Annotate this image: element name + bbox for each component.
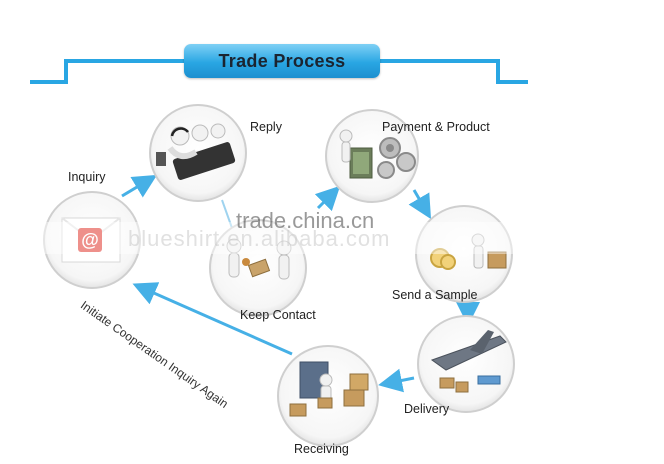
label-keep-contact: Keep Contact: [240, 308, 316, 322]
arrow-contact-to-payment: [314, 185, 341, 212]
label-receiving: Receiving: [294, 442, 349, 456]
handshake-icon: [226, 238, 292, 280]
node-receiving: [277, 345, 379, 447]
warehouse-boxes-icon: [289, 361, 369, 417]
label-send-sample: Send a Sample: [392, 288, 478, 302]
page-title: Trade Process: [184, 44, 380, 78]
bracket-right: [380, 59, 528, 84]
svg-text:@: @: [81, 230, 99, 250]
arrow-reply-to-contact: [221, 199, 233, 229]
arrow-delivery-to-receiving: [378, 368, 415, 393]
parcel-handoff-icon: [430, 233, 507, 270]
label-inquiry: Inquiry: [68, 170, 106, 184]
arrow-inquiry-to-reply: [121, 174, 158, 198]
watermark-band: [40, 222, 540, 254]
node-inquiry: @: [43, 191, 141, 289]
money-gears-icon: [339, 129, 416, 179]
label-reply: Reply: [250, 120, 282, 134]
label-payment-product: Payment & Product: [382, 120, 490, 134]
airplane-cargo-icon: [430, 330, 507, 393]
node-keep-contact: [209, 219, 307, 317]
node-payment-product: [325, 109, 419, 203]
node-delivery: [417, 315, 515, 413]
node-reply: [149, 104, 247, 202]
email-at-icon: @: [61, 217, 121, 263]
arrow-receiving-to-inquiry: [132, 282, 293, 356]
node-send-sample: [415, 205, 513, 303]
bracket-left: [30, 59, 184, 84]
arrow-payment-to-sample: [408, 189, 432, 220]
label-delivery: Delivery: [404, 402, 450, 416]
call-center-icon: [156, 123, 236, 180]
